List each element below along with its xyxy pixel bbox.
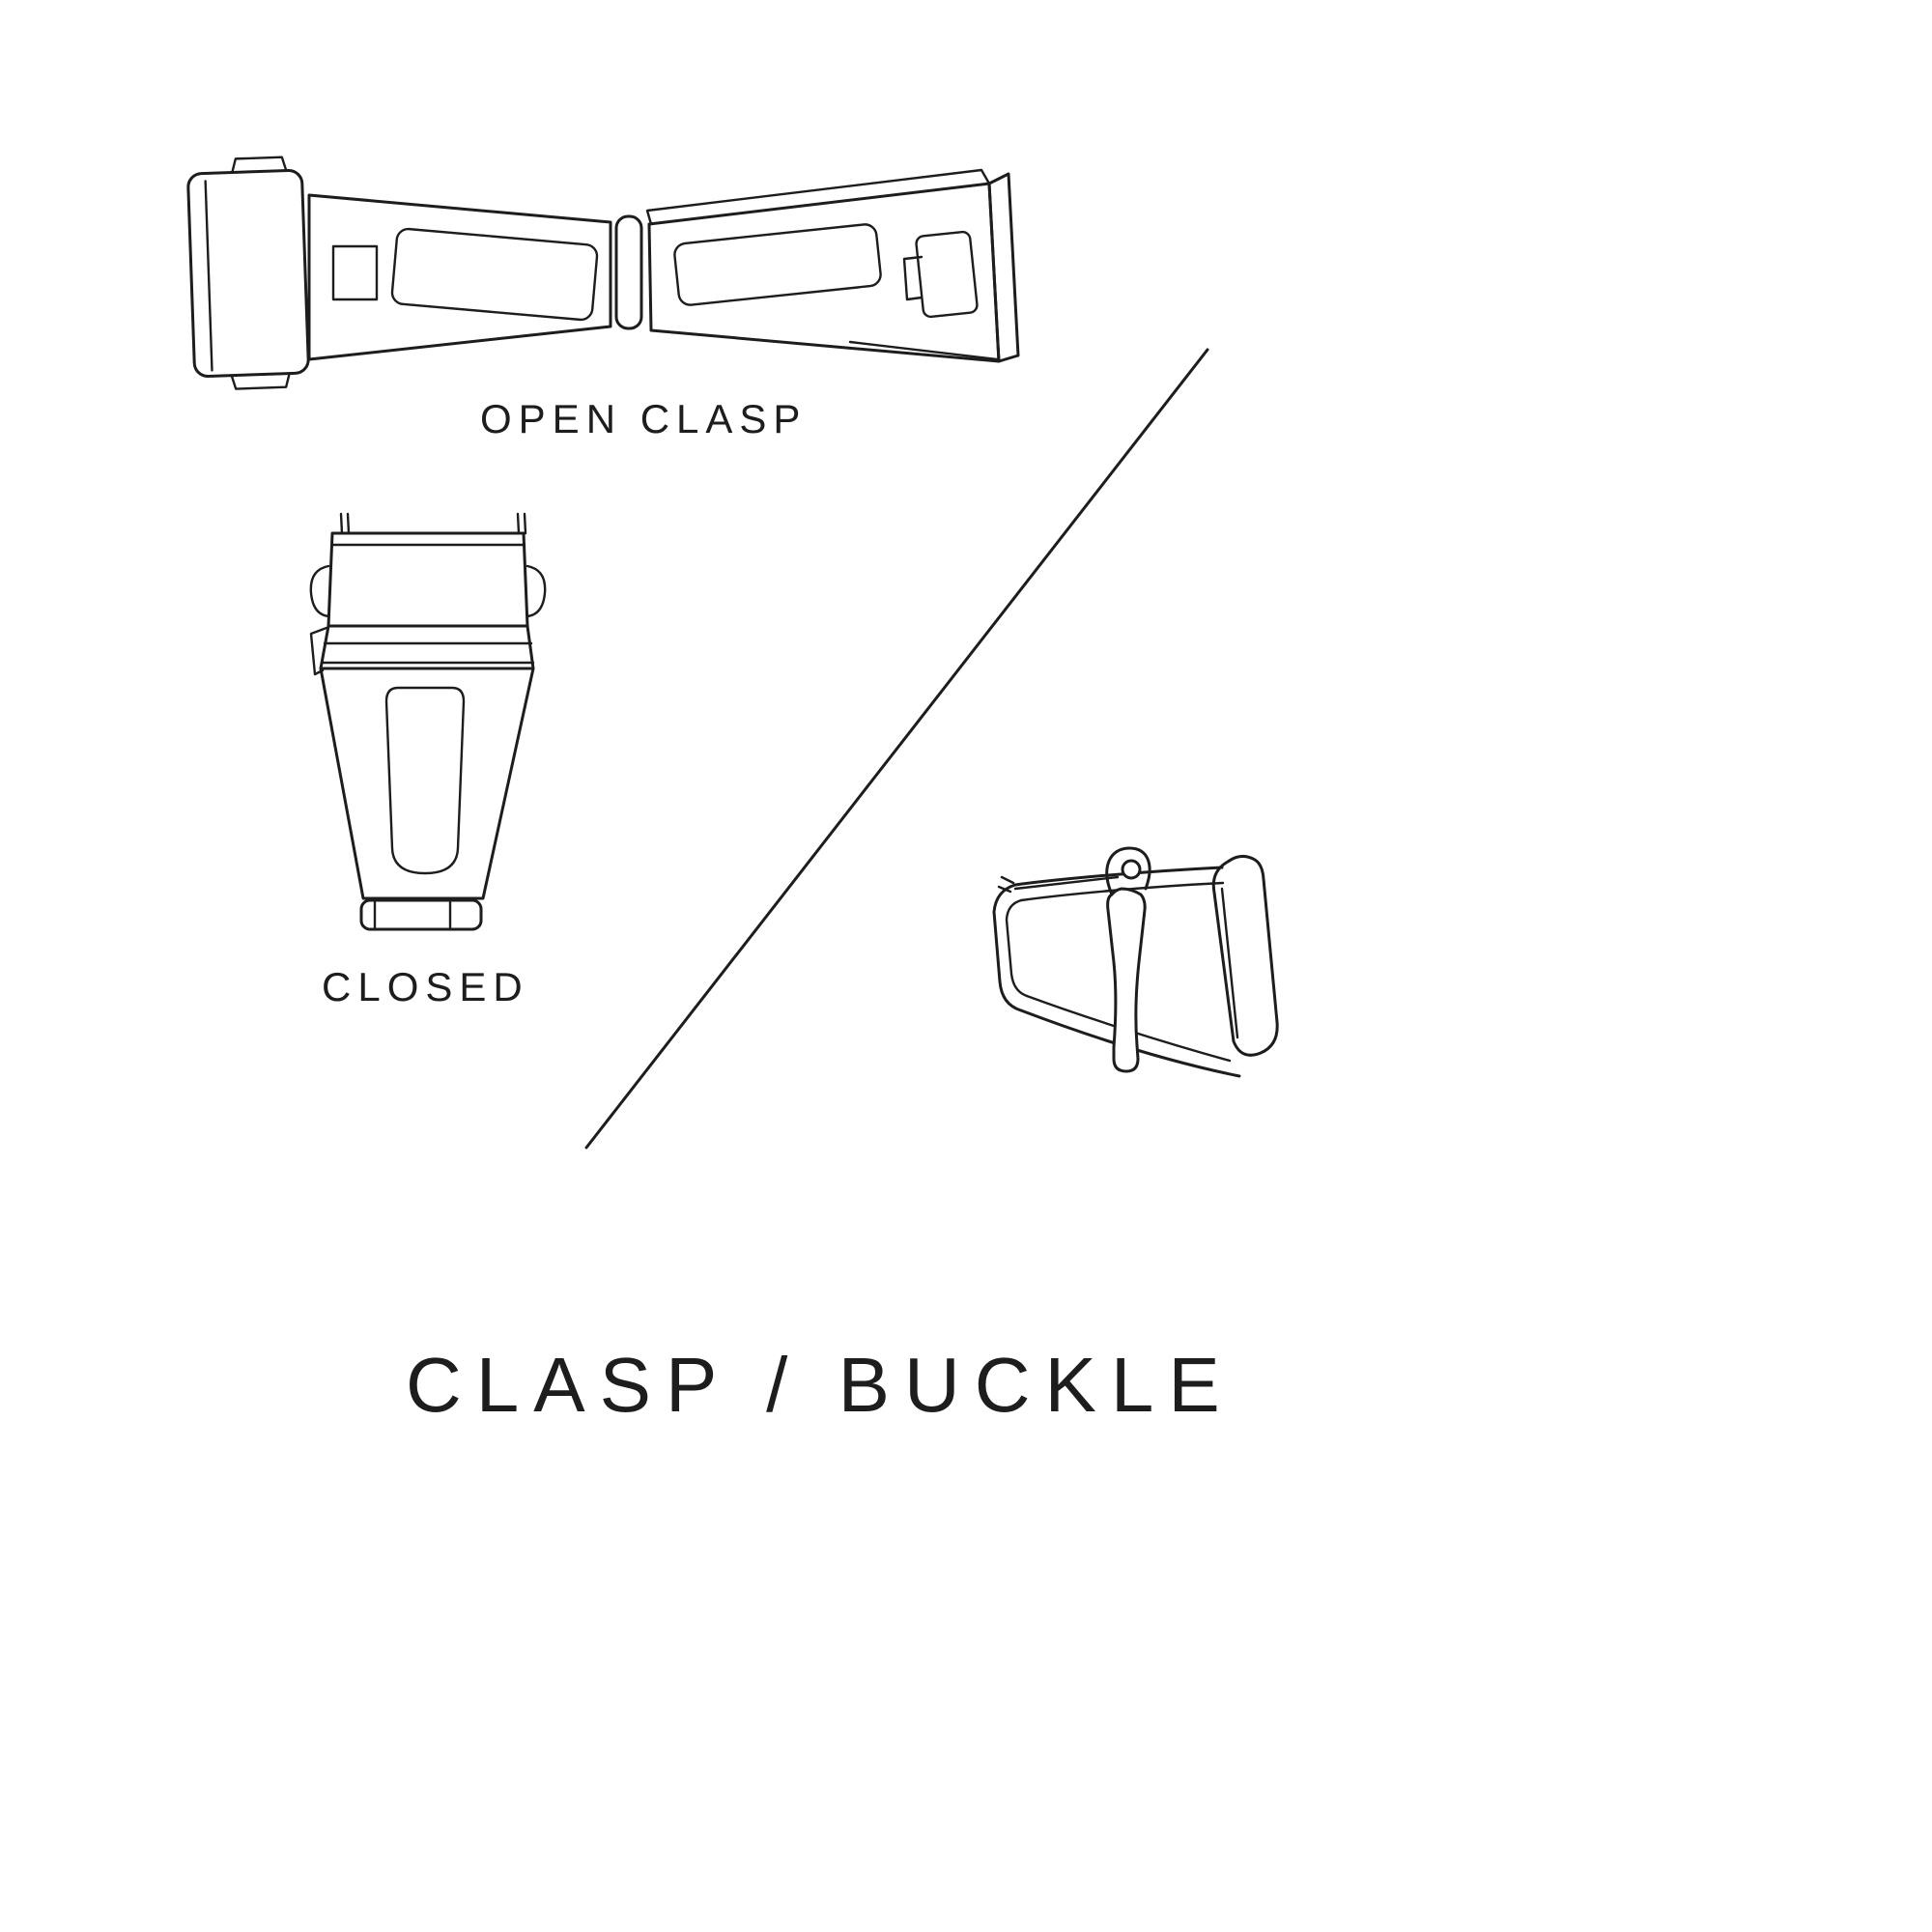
closed-clasp-label: CLOSED (322, 964, 529, 1009)
open-clasp-illustration (174, 145, 1024, 396)
closed-clasp-icon (309, 512, 547, 931)
diagonal-line-icon (584, 348, 1209, 1150)
pin-buckle-icon (992, 846, 1279, 1078)
pin-buckle-illustration (952, 838, 1299, 1128)
open-clasp-icon (186, 156, 1020, 390)
diagonal-divider (575, 338, 1222, 1159)
closed-clasp-illustration (290, 502, 560, 947)
page-title: CLASP / BUCKLE (406, 1342, 1235, 1428)
open-clasp-label: OPEN CLASP (480, 396, 808, 441)
